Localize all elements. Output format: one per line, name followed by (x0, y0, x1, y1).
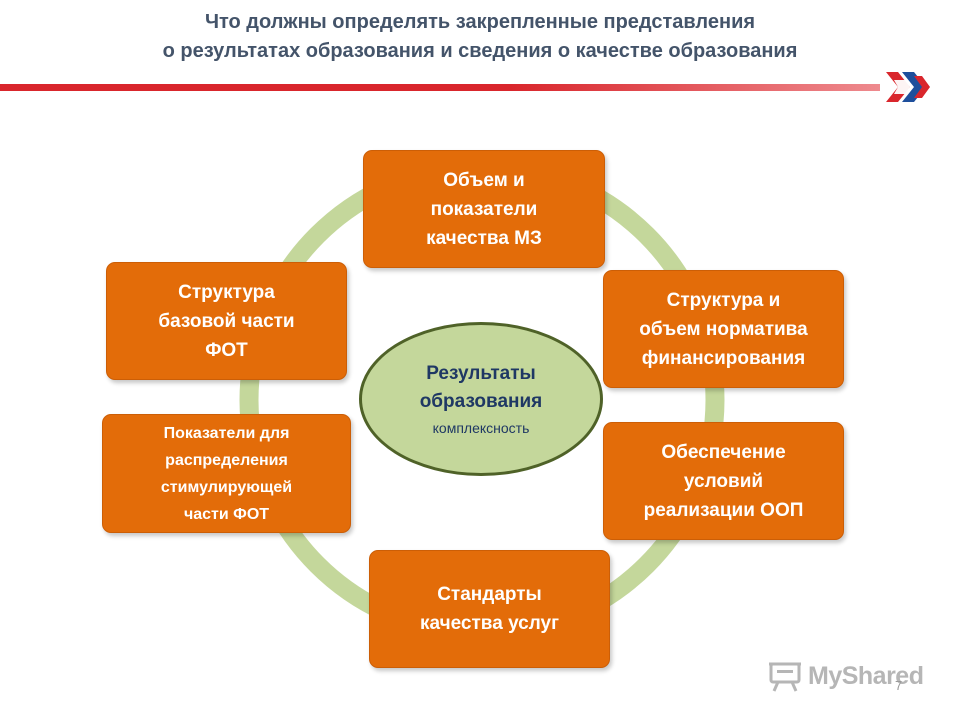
node-stimulating-fot: Показатели для распределения стимулирующ… (102, 414, 351, 533)
node-stimulating-fot-label: Показатели для распределения стимулирующ… (160, 424, 293, 523)
double-arrow-logo-icon (886, 72, 930, 102)
node-volume-quality-label: Объем и показатели качества МЗ (426, 169, 542, 249)
presentation-board-icon (769, 662, 801, 692)
center-education-results: Результаты образования комплексность (359, 322, 603, 476)
node-oop-conditions: Обеспечение условий реализации ООП (603, 422, 844, 540)
node-financing-standard-label: Структура и объем норматива финансирован… (639, 289, 808, 369)
header-accent-rule (0, 84, 880, 91)
slide-title: Что должны определять закрепленные предс… (70, 8, 890, 66)
node-base-fot-label: Структура базовой части ФОТ (158, 281, 295, 361)
center-subtitle: комплексность (432, 420, 530, 436)
node-financing-standard: Структура и объем норматива финансирован… (603, 270, 844, 388)
watermark: MyShared (768, 656, 928, 696)
slide-title-line-1: Что должны определять закрепленные предс… (204, 11, 756, 33)
slide-title-line-2: о результатах образования и сведения о к… (162, 40, 798, 62)
node-oop-conditions-label: Обеспечение условий реализации ООП (643, 441, 804, 521)
node-service-standards: Стандарты качества услуг (369, 550, 610, 668)
center-title: Результаты образования (419, 363, 543, 412)
node-volume-quality: Объем и показатели качества МЗ (363, 150, 605, 268)
watermark-text: MyShared (808, 661, 924, 690)
node-base-fot: Структура базовой части ФОТ (106, 262, 347, 380)
page-number: 7 (895, 678, 903, 693)
node-service-standards-label: Стандарты качества услуг (419, 584, 560, 634)
